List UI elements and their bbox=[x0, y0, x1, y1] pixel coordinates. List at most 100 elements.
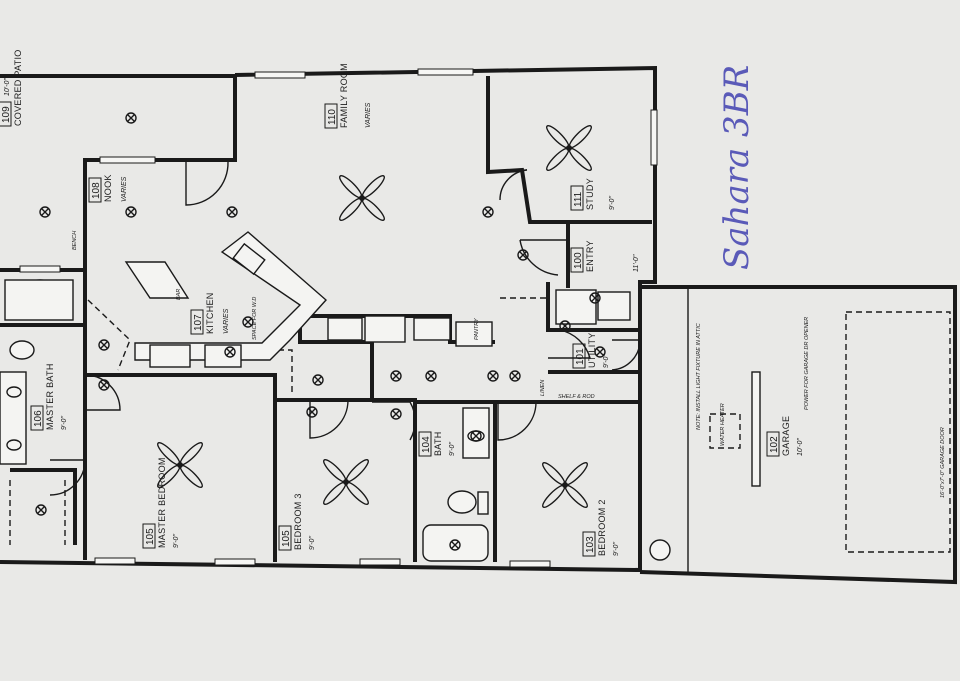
doors bbox=[49, 161, 641, 496]
light-fixture-icon bbox=[425, 370, 437, 382]
svg-text:VARIES: VARIES bbox=[121, 176, 128, 202]
light-fixture-icon bbox=[242, 316, 254, 328]
svg-text:BATH: BATH bbox=[433, 431, 443, 456]
exterior-walls bbox=[0, 65, 957, 585]
svg-text:101: 101 bbox=[575, 348, 586, 365]
svg-text:BEDROOM 3: BEDROOM 3 bbox=[293, 493, 303, 550]
svg-text:10'-0": 10'-0" bbox=[797, 438, 804, 456]
light-fixture-icon bbox=[470, 430, 482, 442]
room-label-garage: 102 GARAGE 10'-0" bbox=[766, 416, 804, 457]
room-label-entry: 100 ENTRY 11'-0" bbox=[570, 240, 640, 273]
svg-text:9'-0": 9'-0" bbox=[609, 196, 616, 210]
garage-door-note: 16'-0"x7'-0" GARAGE DOOR bbox=[940, 427, 946, 498]
shelf-note: SHELF & ROD bbox=[558, 394, 595, 400]
light-fixture-icon bbox=[594, 346, 606, 358]
svg-text:9'-0": 9'-0" bbox=[603, 354, 610, 368]
svg-text:KITCHEN: KITCHEN bbox=[205, 292, 215, 334]
light-fixture-icon bbox=[226, 206, 238, 218]
counter-note: SPACE FOR W.D bbox=[252, 297, 258, 340]
light-fixture-icon bbox=[312, 374, 324, 386]
room-label-master-bath: 106 MASTER BATH 9'-0" bbox=[30, 363, 68, 431]
svg-text:106: 106 bbox=[33, 410, 44, 427]
svg-text:9'-0": 9'-0" bbox=[61, 416, 68, 430]
svg-text:102: 102 bbox=[769, 436, 780, 453]
kitchen-fixtures bbox=[124, 231, 493, 368]
room-label-family: 110 FAMILY ROOM VARIES bbox=[324, 63, 372, 129]
svg-text:9'-0": 9'-0" bbox=[613, 542, 620, 556]
ceiling-fan-icon bbox=[546, 125, 592, 171]
svg-text:103: 103 bbox=[585, 536, 596, 553]
svg-text:108: 108 bbox=[91, 182, 102, 199]
light-fixture-icon bbox=[98, 339, 110, 351]
svg-text:NOOK: NOOK bbox=[103, 174, 113, 202]
svg-text:GARAGE: GARAGE bbox=[781, 416, 791, 456]
dashed-features bbox=[9, 297, 548, 545]
svg-text:107: 107 bbox=[193, 314, 204, 331]
light-fixture-icon bbox=[517, 249, 529, 261]
room-label-study: 111 STUDY 9'-0" bbox=[570, 178, 616, 211]
light-fixture-icon bbox=[509, 370, 521, 382]
svg-text:MASTER BEDROOM: MASTER BEDROOM bbox=[157, 457, 167, 548]
svg-text:ENTRY: ENTRY bbox=[585, 240, 595, 272]
garage-shelf bbox=[751, 371, 761, 487]
pantry-note: PANTRY bbox=[474, 318, 480, 340]
svg-text:110: 110 bbox=[327, 109, 338, 125]
water-heater-box bbox=[709, 413, 741, 449]
svg-text:9'-0": 9'-0" bbox=[449, 442, 456, 456]
svg-text:9'-0": 9'-0" bbox=[309, 536, 316, 550]
light-fixture-icon bbox=[449, 539, 461, 551]
room-label-kitchen: 107 KITCHEN VARIES bbox=[190, 292, 230, 335]
light-fixture-icon bbox=[125, 112, 137, 124]
svg-text:9'-0": 9'-0" bbox=[173, 534, 180, 548]
svg-text:10'-0": 10'-0" bbox=[4, 78, 11, 96]
room-label-bedroom-3: 105 BEDROOM 3 9'-0" bbox=[278, 493, 316, 551]
light-fixture-icon bbox=[390, 408, 402, 420]
windows bbox=[19, 68, 658, 568]
light-fixture-icon bbox=[35, 504, 47, 516]
bar-note: BAR bbox=[176, 289, 182, 300]
bench-note: BENCH bbox=[72, 231, 78, 250]
svg-text:11'-0": 11'-0" bbox=[633, 254, 640, 272]
room-label-bedroom-2: 103 BEDROOM 2 9'-0" bbox=[582, 499, 620, 557]
power-note: POWER FOR GARAGE DR OPENER bbox=[804, 317, 810, 410]
light-fixture-icon bbox=[390, 370, 402, 382]
svg-text:111: 111 bbox=[573, 191, 584, 207]
svg-text:105: 105 bbox=[281, 530, 292, 547]
bath-fixtures bbox=[0, 279, 671, 562]
svg-text:104: 104 bbox=[421, 436, 432, 453]
svg-text:UTILITY: UTILITY bbox=[587, 332, 597, 368]
light-fixture-icon bbox=[98, 379, 110, 391]
light-fixture-icon bbox=[482, 206, 494, 218]
svg-text:BEDROOM 2: BEDROOM 2 bbox=[597, 499, 607, 556]
ceiling-fan-icon bbox=[323, 459, 369, 505]
svg-text:105: 105 bbox=[145, 528, 156, 545]
light-fixtures bbox=[35, 112, 606, 551]
room-label-patio: 109 COVERED PATIO 10'-0" bbox=[0, 49, 23, 127]
light-fixture-icon bbox=[487, 370, 499, 382]
light-fixture-icon bbox=[589, 292, 601, 304]
ceiling-fan-icon bbox=[157, 442, 203, 488]
room-label-bath: 104 BATH 9'-0" bbox=[418, 431, 456, 457]
linen-note: LINEN bbox=[540, 380, 546, 396]
water-heater-note: WATER HEATER bbox=[720, 403, 726, 446]
svg-text:109: 109 bbox=[1, 106, 12, 123]
light-fixture-icon bbox=[306, 406, 318, 418]
room-label-nook: 108 NOOK VARIES bbox=[88, 174, 128, 203]
svg-text:VARIES: VARIES bbox=[223, 308, 230, 334]
light-note: NOTE: INSTALL LIGHT FIXTURE IN ATTIC bbox=[696, 323, 702, 430]
svg-text:FAMILY ROOM: FAMILY ROOM bbox=[339, 63, 349, 128]
handwritten-title: Sahara 3BR bbox=[717, 65, 757, 270]
light-fixture-icon bbox=[125, 206, 137, 218]
svg-text:COVERED PATIO: COVERED PATIO bbox=[13, 49, 23, 126]
ceiling-fan-icon bbox=[542, 462, 588, 508]
svg-text:100: 100 bbox=[573, 252, 584, 269]
svg-text:MASTER BATH: MASTER BATH bbox=[45, 363, 55, 430]
svg-text:STUDY: STUDY bbox=[585, 178, 595, 210]
room-label-master-bedroom: 105 MASTER BEDROOM 9'-0" bbox=[142, 457, 180, 549]
svg-text:VARIES: VARIES bbox=[365, 102, 372, 128]
light-fixture-icon bbox=[224, 346, 236, 358]
interior-walls bbox=[0, 76, 652, 562]
ceiling-fans bbox=[157, 125, 592, 508]
